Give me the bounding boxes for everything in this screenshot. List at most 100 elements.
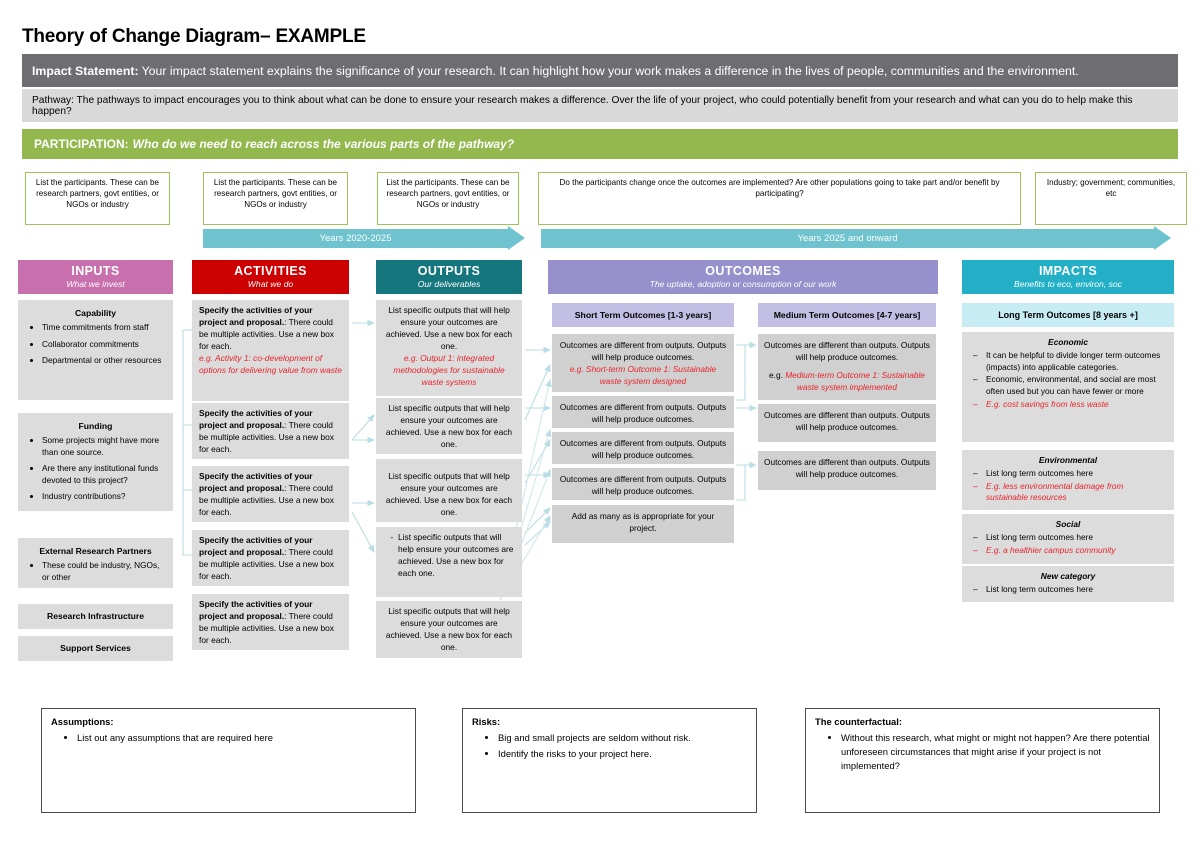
- short-term-outcome-box: Outcomes are different from outputs. Out…: [552, 396, 734, 428]
- pathway-bar: Pathway: The pathways to impact encourag…: [22, 89, 1178, 122]
- list-item: Are there any institutional funds devote…: [42, 463, 165, 486]
- activity-bold-text: Specify the activities of your project a…: [199, 471, 313, 493]
- output-box-bulleted: List specific outputs that will help ens…: [376, 527, 522, 597]
- medium-term-outcome-box: Outcomes are different than outputs. Out…: [758, 334, 936, 400]
- outcome-example: Medium-term Outcome 1: Sustainable waste…: [785, 370, 925, 393]
- activity-bold-text: Specify the activities of your project a…: [199, 599, 313, 621]
- impact-group-environmental: Environmental List long term outcomes he…: [962, 450, 1174, 510]
- outcome-text: Outcomes are different from outputs. Out…: [559, 438, 727, 461]
- arrow-body: [203, 229, 508, 248]
- timeline-arrow-early: Years 2020-2025: [203, 226, 525, 250]
- column-subtitle: The uptake, adoption or consumption of o…: [649, 279, 837, 289]
- group-heading: Capability: [74, 308, 117, 318]
- column-header-inputs: INPUTS What we invest: [18, 260, 173, 294]
- outcome-text: Outcomes are different from outputs. Out…: [559, 340, 727, 363]
- outcome-text: Outcomes are different from outputs. Out…: [559, 402, 727, 425]
- impact-item-list: List long term outcomes here: [970, 584, 1166, 596]
- list-item: Some projects might have more than one s…: [42, 435, 165, 458]
- column-title: OUTPUTS: [417, 264, 481, 278]
- participant-box: List the participants. These can be rese…: [377, 172, 519, 225]
- list-item: List long term outcomes here: [973, 532, 1166, 544]
- assumptions-box: Assumptions: List out any assumptions th…: [41, 708, 416, 813]
- column-header-outcomes: OUTCOMES The uptake, adoption or consump…: [548, 260, 938, 294]
- outcome-text: Add as many as is appropriate for your p…: [571, 511, 715, 534]
- subheading-short-term-outcomes: Short Term Outcomes [1-3 years]: [552, 303, 734, 327]
- group-heading: Funding: [78, 421, 113, 431]
- box-heading: The counterfactual:: [815, 716, 902, 727]
- impact-item-list: List long term outcomes here E.g. less e…: [970, 468, 1166, 504]
- participation-question: Who do we need to reach across the vario…: [132, 137, 515, 151]
- input-group-support-services: Support Services: [18, 636, 173, 661]
- column-subtitle: What we invest: [66, 279, 125, 289]
- list-item: Big and small projects are seldom withou…: [498, 731, 747, 745]
- short-term-outcome-box: Outcomes are different from outputs. Out…: [552, 432, 734, 464]
- impact-statement-label: Impact Statement:: [32, 63, 139, 78]
- list-item: List long term outcomes here: [973, 584, 1166, 596]
- group-heading: Support Services: [60, 643, 131, 653]
- outcome-example: e.g. Short-term Outcome 1: Sustainable w…: [569, 364, 717, 387]
- input-group-capability: Capability Time commitments from staff C…: [18, 300, 173, 400]
- pathway-text: Pathway: The pathways to impact encourag…: [32, 94, 1133, 117]
- outcome-text: Outcomes are different than outputs. Out…: [764, 457, 930, 480]
- column-title: INPUTS: [71, 264, 120, 278]
- list-item: List long term outcomes here: [973, 468, 1166, 480]
- list-item: These could be industry, NGOs, or other: [42, 560, 165, 583]
- output-text: List specific outputs that will help ens…: [385, 305, 513, 351]
- list-item: Economic, environmental, and social are …: [973, 374, 1166, 398]
- impact-category: Social: [1055, 519, 1081, 529]
- input-group-research-infrastructure: Research Infrastructure: [18, 604, 173, 629]
- activity-rest-text: : There could be multiple activities. Us…: [199, 610, 334, 645]
- counterfactual-list: Without this research, what might or mig…: [815, 731, 1150, 773]
- arrow-head-icon: [508, 226, 525, 250]
- counterfactual-box: The counterfactual: Without this researc…: [805, 708, 1160, 813]
- output-bullet-list: List specific outputs that will help ens…: [382, 532, 516, 580]
- impact-group-social: Social List long term outcomes here E.g.…: [962, 514, 1174, 564]
- activity-bold-text: Specify the activities of your project a…: [199, 408, 313, 430]
- column-header-outputs: OUTPUTS Our deliverables: [376, 260, 522, 294]
- risks-list: Big and small projects are seldom withou…: [472, 731, 747, 761]
- list-item: Without this research, what might or mig…: [841, 731, 1150, 773]
- activity-box: Specify the activities of your project a…: [192, 530, 349, 586]
- output-example: e.g. Output 1: integrated methodologies …: [393, 352, 505, 387]
- output-box: List specific outputs that will help ens…: [376, 300, 522, 396]
- short-term-outcome-box: Add as many as is appropriate for your p…: [552, 505, 734, 543]
- impact-category: New category: [1040, 571, 1096, 581]
- column-title: ACTIVITIES: [234, 264, 307, 278]
- arrow-head-icon: [1154, 226, 1171, 250]
- risks-box: Risks: Big and small projects are seldom…: [462, 708, 757, 813]
- outcome-text: Outcomes are different from outputs. Out…: [559, 474, 727, 497]
- box-heading: Risks:: [472, 716, 501, 727]
- participation-bar: PARTICIPATION: Who do we need to reach a…: [22, 129, 1178, 159]
- box-heading: Assumptions:: [51, 716, 114, 727]
- output-text: List specific outputs that will help ens…: [385, 471, 513, 517]
- list-item: List specific outputs that will help ens…: [398, 532, 516, 580]
- outcome-example-prefix: e.g.: [769, 370, 786, 381]
- output-box: List specific outputs that will help ens…: [376, 466, 522, 522]
- activity-bold-text: Specify the activities of your project a…: [199, 535, 313, 557]
- activity-example: e.g. Activity 1: co-development of optio…: [199, 352, 342, 375]
- list-item: Identify the risks to your project here.: [498, 747, 747, 761]
- medium-term-outcome-box: Outcomes are different than outputs. Out…: [758, 404, 936, 442]
- assumptions-list: List out any assumptions that are requir…: [51, 731, 406, 745]
- impacts-subheading: Long Term Outcomes [8 years +]: [962, 303, 1174, 327]
- impact-example: E.g. cost savings from less waste: [973, 399, 1166, 411]
- arrow-body: [541, 229, 1154, 248]
- impact-category: Environmental: [1038, 455, 1098, 465]
- group-heading: External Research Partners: [39, 546, 152, 556]
- activity-box: Specify the activities of your project a…: [192, 403, 349, 459]
- impact-item-list: It can be helpful to divide longer term …: [970, 350, 1166, 411]
- impact-category: Economic: [1047, 337, 1089, 347]
- activity-box: Specify the activities of your project a…: [192, 466, 349, 522]
- column-title: OUTCOMES: [705, 264, 781, 278]
- output-box: List specific outputs that will help ens…: [376, 601, 522, 658]
- impact-example: E.g. a healthier campus community: [973, 545, 1166, 557]
- timeline-arrow-late: Years 2025 and onward: [541, 226, 1171, 250]
- list-item: Collaborator commitments: [42, 339, 165, 351]
- participant-box: List the participants. These can be rese…: [203, 172, 348, 225]
- column-subtitle: Benefits to eco, environ, soc: [1014, 279, 1122, 289]
- column-subtitle: What we do: [247, 279, 294, 289]
- output-box: List specific outputs that will help ens…: [376, 398, 522, 454]
- participant-box: Industry; government; communities, etc: [1035, 172, 1187, 225]
- participation-label: PARTICIPATION:: [34, 137, 129, 151]
